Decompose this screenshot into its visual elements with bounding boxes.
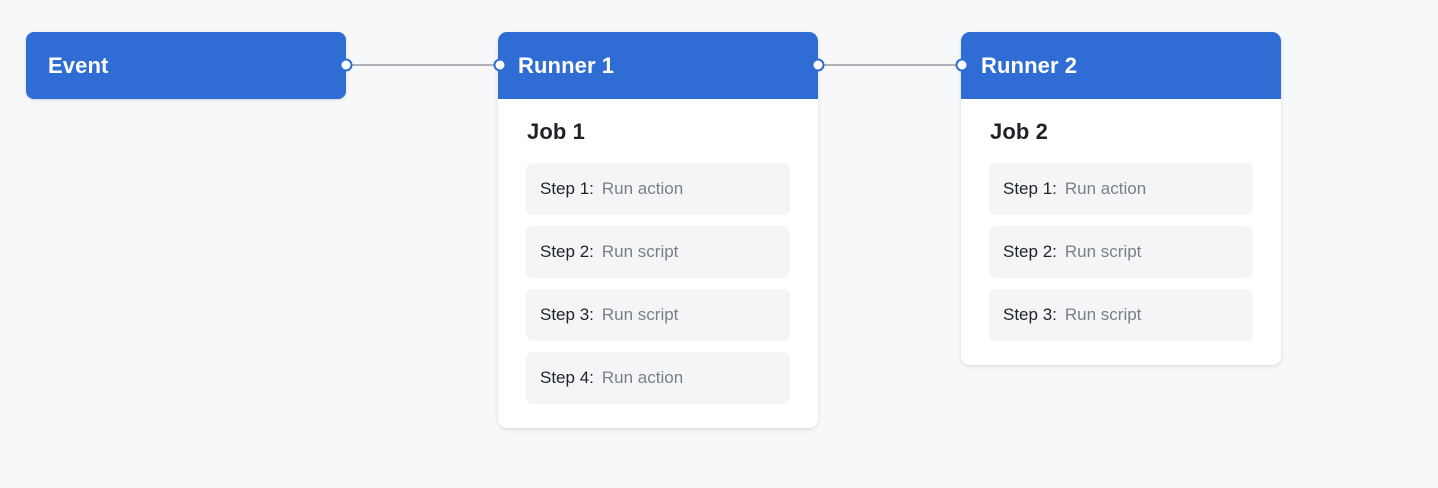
runner1-job-title: Job 1 xyxy=(527,119,585,144)
node-runner1[interactable]: Runner 1 Job 1 Step 1: Run action Step 2… xyxy=(498,32,818,428)
step-label: Step 1: xyxy=(540,179,594,198)
handle-runner1-output[interactable] xyxy=(811,58,825,72)
runner1-body: Job 1 Step 1: Run action Step 2: Run scr… xyxy=(498,99,818,428)
step-row[interactable]: Step 3: Run script xyxy=(989,289,1253,341)
runner2-body: Job 2 Step 1: Run action Step 2: Run scr… xyxy=(961,99,1281,365)
runner2-title: Runner 2 xyxy=(981,52,1078,78)
step-value: Run script xyxy=(1064,242,1142,261)
runner2-header: Runner 2 xyxy=(961,32,1281,99)
step-value: Run action xyxy=(1064,179,1147,198)
step-label: Step 2: xyxy=(1003,242,1057,261)
step-row[interactable]: Step 1: Run action xyxy=(526,163,790,215)
step-value: Run script xyxy=(601,305,679,324)
step-label: Step 4: xyxy=(540,368,594,387)
edge-runner1-to-runner2 xyxy=(817,64,963,66)
step-row[interactable]: Step 4: Run action xyxy=(526,352,790,404)
step-label: Step 3: xyxy=(1003,305,1057,324)
step-row[interactable]: Step 2: Run script xyxy=(989,226,1253,278)
node-event-title: Event xyxy=(48,52,109,78)
step-label: Step 2: xyxy=(540,242,594,261)
edge-event-to-runner1 xyxy=(346,64,502,66)
runner1-header: Runner 1 xyxy=(498,32,818,99)
step-value: Run action xyxy=(601,368,684,387)
node-event[interactable]: Event xyxy=(26,32,346,99)
step-label: Step 1: xyxy=(1003,179,1057,198)
step-value: Run script xyxy=(1064,305,1142,324)
handle-event-output[interactable] xyxy=(339,58,353,72)
runner2-steps-list: Step 1: Run action Step 2: Run script St… xyxy=(989,163,1253,341)
step-row[interactable]: Step 3: Run script xyxy=(526,289,790,341)
runner1-title: Runner 1 xyxy=(518,52,615,78)
step-row[interactable]: Step 2: Run script xyxy=(526,226,790,278)
node-runner2[interactable]: Runner 2 Job 2 Step 1: Run action Step 2… xyxy=(961,32,1281,365)
handle-runner2-input[interactable] xyxy=(955,58,969,72)
step-label: Step 3: xyxy=(540,305,594,324)
handle-runner1-input[interactable] xyxy=(493,58,507,72)
runner2-job-title: Job 2 xyxy=(990,119,1048,144)
runner1-steps-list: Step 1: Run action Step 2: Run script St… xyxy=(526,163,790,404)
step-value: Run script xyxy=(601,242,679,261)
step-row[interactable]: Step 1: Run action xyxy=(989,163,1253,215)
step-value: Run action xyxy=(601,179,684,198)
